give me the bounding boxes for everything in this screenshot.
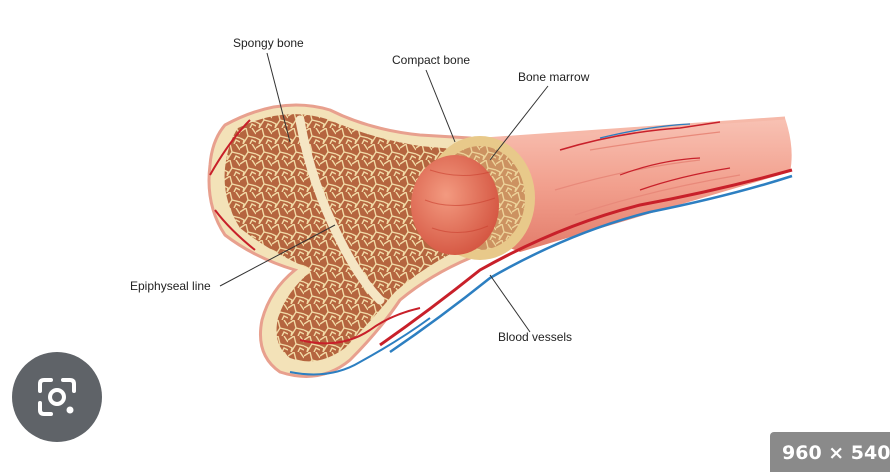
- leader-epiphyseal-line: [219, 224, 336, 287]
- bone-illustration: [207, 52, 793, 378]
- label-spongy-bone: Spongy bone: [233, 36, 304, 50]
- label-epiphyseal-line: Epiphyseal line: [130, 279, 211, 293]
- image-dimensions-badge: 960 × 540: [770, 432, 890, 472]
- blood-vessel-lines: [379, 121, 793, 354]
- bone-shaft: [469, 116, 792, 252]
- leader-spongy-bone: [266, 52, 291, 143]
- leader-compact-bone: [425, 69, 456, 143]
- label-blood-vessels: Blood vessels: [498, 330, 573, 344]
- label-bone-marrow: Bone marrow: [518, 70, 590, 84]
- leader-blood-vessels: [489, 274, 531, 333]
- bone-head: [207, 103, 535, 378]
- bone-diagram: Spongy bone Compact bone Bone marrow Epi…: [130, 36, 793, 378]
- google-lens-button[interactable]: [12, 352, 102, 442]
- label-compact-bone: Compact bone: [392, 53, 471, 67]
- leader-lines: [219, 52, 549, 333]
- leader-bone-marrow: [489, 85, 549, 161]
- google-lens-icon: [38, 378, 76, 416]
